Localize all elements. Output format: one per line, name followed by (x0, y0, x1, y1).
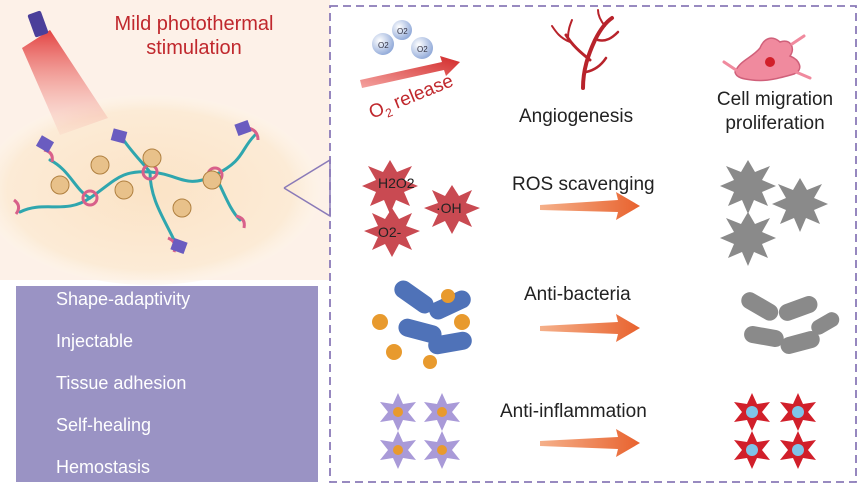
ros-species-oh: ·OH (436, 200, 462, 216)
ros-species-h2o2: H2O2 (378, 175, 415, 191)
oxygen-bubbles: O2 O2 O2 (372, 20, 433, 59)
bacterium-rod (429, 290, 471, 320)
coccus (423, 355, 437, 369)
property-hemostasis: Hemostasis (56, 457, 151, 477)
gray-star (720, 160, 776, 214)
crosslink-hook (13, 198, 21, 215)
nanozyme-cluster (202, 170, 222, 190)
particle-square (170, 237, 188, 255)
hydrogel-particles (35, 119, 252, 255)
nanozyme-cluster (114, 180, 134, 200)
mechanism-box (329, 5, 857, 483)
laser-beam (22, 30, 108, 135)
nanozyme-cluster (172, 198, 192, 218)
blood-vessel-icon (551, 9, 620, 90)
bubble-text: O2 (397, 27, 408, 36)
property-injectable: Injectable (56, 331, 134, 351)
laser-device-icon (27, 10, 49, 38)
cell-label: Cell migration proliferation (700, 88, 850, 136)
cell-label-line-1: Cell migration (716, 89, 834, 110)
gray-star (720, 212, 776, 266)
particle-square (35, 135, 55, 153)
scavenged-stars (720, 160, 828, 266)
ros-star (424, 185, 480, 234)
nanozyme-cluster (50, 175, 70, 195)
o2-release-arrow (360, 56, 460, 88)
cell-nucleus (765, 57, 775, 67)
dead-bacteria-cluster (741, 292, 840, 354)
title-line-2: stimulation (146, 37, 242, 59)
bubble-text: O2 (378, 41, 389, 50)
particle-square (234, 119, 252, 137)
bacterium-rod (394, 280, 434, 314)
coccus (386, 344, 402, 360)
bacterium-rod (428, 331, 472, 355)
anti-bacteria-label: Anti-bacteria (524, 284, 631, 305)
o2-bubble (392, 20, 412, 40)
particle-square (110, 128, 128, 144)
gray-rod (780, 331, 820, 354)
gray-star (772, 178, 828, 232)
immune-cells (380, 393, 460, 469)
property-self-healing: Self-healing (56, 415, 152, 435)
coccus (454, 314, 470, 330)
property-tissue-adhesion: Tissue adhesion (56, 373, 187, 393)
gray-rod (778, 296, 818, 321)
bacteria-arrow (540, 314, 640, 342)
ros-scavenging-label: ROS scavenging (512, 174, 655, 195)
ros-species-o2: O2- (378, 224, 402, 240)
inflammation-arrow (540, 429, 640, 457)
cell-label-line-2: proliferation (725, 113, 825, 134)
coccus (441, 289, 455, 303)
ros-stars (362, 160, 480, 257)
nanozyme-cluster (90, 155, 110, 175)
ros-star (364, 208, 420, 257)
properties-panel: Shape-adaptivity Injectable Tissue adhes… (16, 286, 318, 482)
activated-immune-cells (734, 393, 816, 469)
gray-rod (811, 312, 840, 335)
gray-rod (744, 325, 784, 347)
o2-bubble (372, 33, 394, 55)
crosslink-hook (235, 214, 246, 229)
crosslink-ring (81, 189, 99, 207)
anti-inflammation-label: Anti-inflammation (500, 401, 647, 422)
bacteria-cluster (372, 280, 472, 369)
gray-rod (741, 292, 779, 321)
bubble-text: O2 (417, 45, 428, 54)
coccus (372, 314, 388, 330)
angiogenesis-label: Angiogenesis (519, 106, 634, 127)
property-shape-adaptivity: Shape-adaptivity (56, 289, 191, 309)
hydrogel-glow (0, 95, 320, 285)
polymer-branch (48, 158, 92, 200)
o2-bubble (411, 37, 433, 59)
ros-star (362, 160, 418, 214)
nanozyme-cluster (142, 148, 162, 168)
cell-icon (722, 34, 812, 82)
left-title: Mild photothermal stimulation (94, 12, 294, 60)
ros-arrow (540, 192, 640, 220)
title-line-1: Mild photothermal (114, 13, 274, 35)
bacterium-rod (398, 318, 442, 344)
